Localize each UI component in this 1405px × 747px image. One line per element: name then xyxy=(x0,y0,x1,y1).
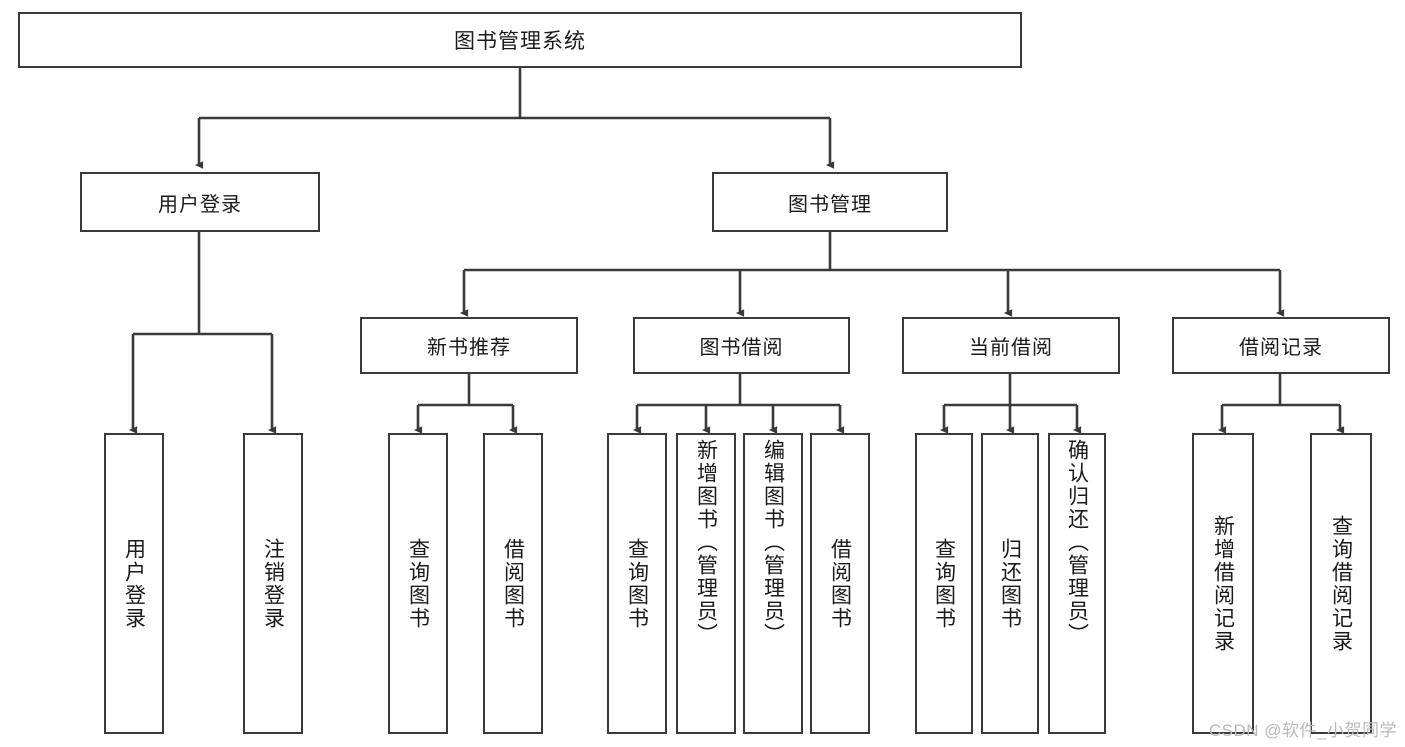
leaf-borrow-record-add-label: 新增借阅记录 xyxy=(1211,514,1235,653)
csdn-watermark: CSDN @软件_小贺同学 xyxy=(1208,721,1397,740)
leaf-book-borrow-edit[interactable]: 编辑图书（管理员） xyxy=(743,433,803,734)
leaf-book-borrow-borrow-label: 借阅图书 xyxy=(828,537,852,630)
node-user-login[interactable]: 用户登录 xyxy=(80,172,320,232)
leaf-current-borrow-return-label: 归还图书 xyxy=(998,537,1022,630)
node-book-borrow-label: 图书借阅 xyxy=(699,337,784,359)
node-current-borrow-label: 当前借阅 xyxy=(969,337,1053,359)
leaf-current-borrow-query-label: 查询图书 xyxy=(932,537,956,630)
leaf-user-login-login-label: 用户登录 xyxy=(122,537,146,630)
node-book-management[interactable]: 图书管理 xyxy=(712,172,948,232)
leaf-user-login-login[interactable]: 用户登录 xyxy=(104,433,164,734)
leaf-book-borrow-query[interactable]: 查询图书 xyxy=(607,433,667,734)
leaf-user-login-logout-label: 注销登录 xyxy=(261,537,285,630)
leaf-book-borrow-edit-label: 编辑图书（管理员） xyxy=(761,439,785,646)
leaf-borrow-record-query-label: 查询借阅记录 xyxy=(1329,514,1353,653)
leaf-borrow-record-add[interactable]: 新增借阅记录 xyxy=(1192,433,1254,734)
leaf-book-borrow-query-label: 查询图书 xyxy=(625,537,649,630)
node-root[interactable]: 图书管理系统 xyxy=(18,12,1022,68)
node-book-management-label: 图书管理 xyxy=(788,193,872,216)
leaf-book-borrow-borrow[interactable]: 借阅图书 xyxy=(810,433,870,734)
leaf-new-book-query-label: 查询图书 xyxy=(406,537,430,630)
leaf-current-borrow-return[interactable]: 归还图书 xyxy=(981,433,1039,734)
leaf-user-login-logout[interactable]: 注销登录 xyxy=(243,433,303,734)
leaf-new-book-borrow-label: 借阅图书 xyxy=(501,537,525,630)
leaf-borrow-record-query[interactable]: 查询借阅记录 xyxy=(1310,433,1372,734)
leaf-current-borrow-query[interactable]: 查询图书 xyxy=(915,433,973,734)
node-borrow-record[interactable]: 借阅记录 xyxy=(1172,317,1390,374)
node-new-book-recommend[interactable]: 新书推荐 xyxy=(360,317,578,374)
node-root-label: 图书管理系统 xyxy=(454,30,586,53)
leaf-new-book-query[interactable]: 查询图书 xyxy=(388,433,448,734)
node-user-login-label: 用户登录 xyxy=(158,193,242,216)
leaf-book-borrow-add-label: 新增图书（管理员） xyxy=(694,439,718,646)
leaf-new-book-borrow[interactable]: 借阅图书 xyxy=(483,433,543,734)
node-book-borrow[interactable]: 图书借阅 xyxy=(633,317,850,374)
node-current-borrow[interactable]: 当前借阅 xyxy=(902,317,1120,374)
node-borrow-record-label: 借阅记录 xyxy=(1239,337,1323,359)
leaf-book-borrow-add[interactable]: 新增图书（管理员） xyxy=(676,433,736,734)
leaf-current-borrow-confirm[interactable]: 确认归还（管理员） xyxy=(1048,433,1106,734)
leaf-current-borrow-confirm-label: 确认归还（管理员） xyxy=(1065,439,1089,646)
node-new-book-recommend-label: 新书推荐 xyxy=(427,337,511,359)
